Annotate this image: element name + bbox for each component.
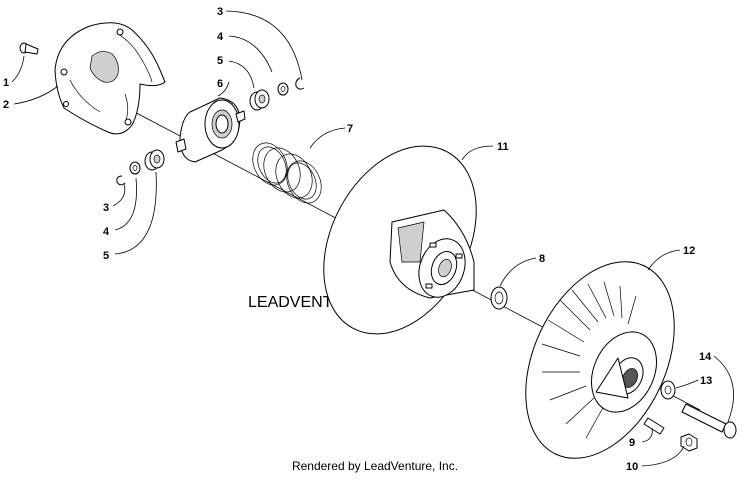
callout-13: 13 (700, 375, 712, 387)
part-4-washer-lower[interactable] (129, 161, 141, 175)
callout-5-upper: 5 (217, 55, 223, 67)
callout-1: 1 (3, 77, 9, 89)
callout-5-lower: 5 (103, 250, 109, 262)
part-12-fixed-sheave[interactable] (496, 238, 704, 480)
part-7-spring[interactable] (246, 137, 328, 208)
part-14-bolt[interactable] (681, 403, 737, 439)
part-3-clip-upper[interactable] (295, 77, 305, 90)
part-4-washer-upper[interactable] (277, 82, 289, 96)
callout-3-upper: 3 (217, 6, 223, 18)
callout-8: 8 (539, 253, 545, 265)
part-2-cover-housing[interactable] (54, 22, 166, 135)
part-8-washer[interactable] (490, 286, 508, 310)
part-10-nut[interactable] (680, 433, 698, 452)
part-5-roller-upper[interactable] (249, 89, 270, 111)
callout-6: 6 (217, 78, 223, 90)
callout-numbers: 1 2 3 4 5 6 7 3 4 5 11 8 12 14 13 9 10 (3, 6, 712, 473)
leader-lines (11, 10, 734, 467)
part-13-washer[interactable] (660, 380, 676, 400)
callout-2: 2 (3, 99, 9, 111)
callout-3-lower: 3 (103, 202, 109, 214)
part-9-stud[interactable] (643, 417, 665, 435)
part-6-hub[interactable] (175, 97, 246, 163)
part-1-pin[interactable] (19, 42, 39, 55)
callout-14: 14 (699, 351, 712, 363)
callout-9: 9 (629, 437, 635, 449)
part-11-moveable-sheave[interactable] (293, 120, 507, 360)
part-3-clip-lower[interactable] (116, 175, 126, 186)
callout-7: 7 (347, 123, 353, 135)
callout-10: 10 (626, 461, 638, 473)
callout-11: 11 (497, 141, 509, 153)
callout-4-upper: 4 (217, 31, 224, 43)
footer-credit: Rendered by LeadVenture, Inc. (291, 459, 459, 473)
part-5-roller-lower[interactable] (144, 149, 165, 171)
callout-12: 12 (683, 245, 695, 257)
callout-4-lower: 4 (103, 226, 110, 238)
